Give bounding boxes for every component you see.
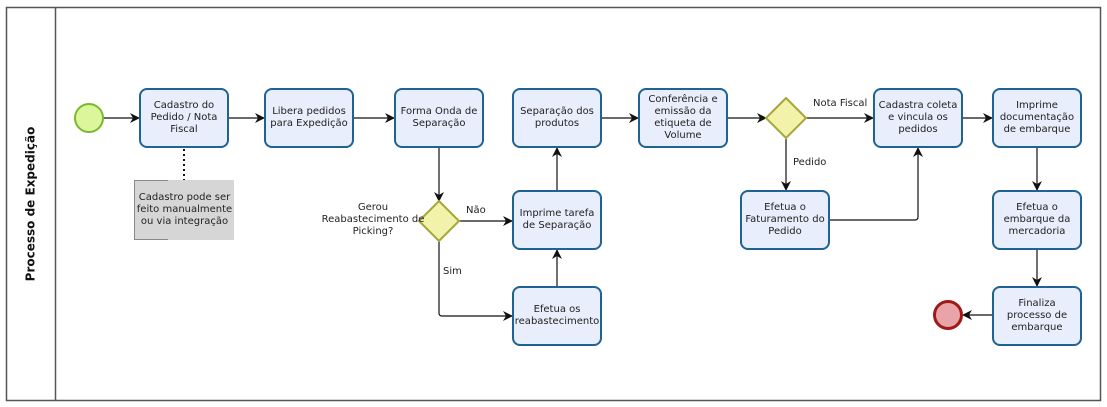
task-label: Libera pedidos para Expedição — [270, 106, 348, 129]
task-label: Efetua os reabastecimento — [514, 304, 600, 327]
task-label: Imprime tarefa de Separação — [519, 208, 595, 231]
task-label: Finaliza processo de embarque — [1006, 298, 1068, 333]
gateway-yes-label: Sim — [443, 266, 462, 277]
task-cadastra-coleta[interactable]: Cadastra coleta e vincula os pedidos — [873, 88, 963, 148]
start-event[interactable] — [74, 103, 104, 133]
gateway-nota-fiscal-label: Nota Fiscal — [813, 98, 868, 109]
gateway-no-label: Não — [466, 205, 486, 216]
gateway-question-label: Gerou Reabastecimento de Picking? — [321, 202, 425, 237]
gateway-documento[interactable] — [764, 96, 808, 140]
flow-gateway-sim — [438, 241, 513, 321]
task-label: Efetua o Faturamento do Pedido — [745, 202, 825, 237]
gateway-pedido-label: Pedido — [793, 157, 827, 168]
text-annotation[interactable]: Cadastro pode ser feito manualmente ou v… — [134, 180, 234, 240]
lane-title-text: Processo de Expedição — [23, 126, 38, 282]
task-label: Conferência e emissão da etiqueta de Vol… — [648, 94, 718, 141]
task-label: Efetua o embarque da mercadoria — [1003, 202, 1071, 237]
task-efetua-faturamento[interactable]: Efetua o Faturamento do Pedido — [740, 190, 830, 250]
end-event[interactable] — [933, 300, 963, 330]
task-efetua-reabastecimento[interactable]: Efetua os reabastecimento — [512, 286, 602, 346]
task-finaliza-processo[interactable]: Finaliza processo de embarque — [992, 286, 1082, 346]
task-label: Imprime documentação de embarque — [999, 100, 1075, 135]
task-label: Cadastro do Pedido / Nota Fiscal — [150, 100, 218, 135]
task-label: Separação dos produtos — [520, 106, 594, 129]
task-conferencia[interactable]: Conferência e emissão da etiqueta de Vol… — [638, 88, 728, 148]
lane-title: Processo de Expedição — [6, 7, 55, 401]
task-efetua-embarque[interactable]: Efetua o embarque da mercadoria — [992, 190, 1082, 250]
task-libera-pedidos[interactable]: Libera pedidos para Expedição — [264, 88, 354, 148]
task-cadastro-pedido[interactable]: Cadastro do Pedido / Nota Fiscal — [139, 88, 229, 148]
task-imprime-tarefa[interactable]: Imprime tarefa de Separação — [512, 190, 602, 250]
task-label: Forma Onda de Separação — [400, 106, 478, 129]
task-forma-onda[interactable]: Forma Onda de Separação — [394, 88, 484, 148]
task-imprime-documentacao[interactable]: Imprime documentação de embarque — [992, 88, 1082, 148]
flow-faturamento-to-coleta — [830, 147, 923, 221]
task-separacao-produtos[interactable]: Separação dos produtos — [512, 88, 602, 148]
task-label: Cadastra coleta e vincula os pedidos — [878, 100, 958, 135]
gateway-reabastecimento[interactable] — [417, 199, 461, 243]
